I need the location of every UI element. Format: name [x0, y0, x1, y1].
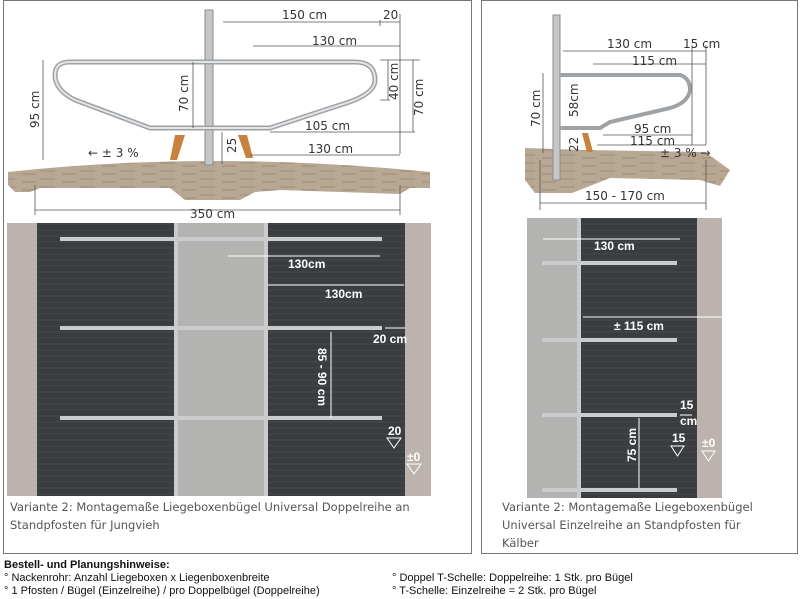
note-item: ° 1 Pfosten / Bügel (Einzelreihe) / pro …	[4, 585, 320, 597]
dim-130: 130 cm	[607, 37, 652, 51]
slope-label: ± 3 % →	[660, 146, 711, 160]
note-item: ° Doppel T-Schelle: Doppelreihe: 1 Stk. …	[392, 572, 633, 584]
dim-20cm: 20 cm	[373, 332, 407, 346]
dim-130-top: 130 cm	[312, 34, 357, 48]
dim-130cm-a: 130cm	[288, 257, 325, 271]
dim-105: 105 cm	[305, 119, 350, 133]
dim-20: 20	[383, 8, 398, 22]
left-side-view: 150 cm 20 130 cm 70 cm 95 cm 40 cm 70 cm…	[8, 8, 430, 221]
dim-58: 58cm	[567, 83, 581, 117]
walkway	[177, 223, 267, 496]
wall-right	[405, 223, 431, 496]
bow-tube	[560, 73, 693, 130]
right-caption-line2: Universal Einzelreihe an Standpfosten fü…	[502, 518, 741, 532]
dim-70-left: 70 cm	[177, 75, 191, 112]
level-marker-icon	[406, 463, 422, 475]
right-caption: Variante 2: Montagemaße Liegeboxenbügel …	[502, 498, 753, 552]
ordering-notes-col2: ° Doppel T-Schelle: Doppelreihe: 1 Stk. …	[392, 572, 633, 598]
dim-15-unit: cm	[680, 414, 697, 428]
wall-right	[697, 218, 722, 498]
dim-350: 350 cm	[190, 207, 235, 221]
right-caption-line3: Kälber	[502, 536, 539, 550]
dim-115: ± 115 cm	[614, 319, 664, 333]
walkway	[527, 218, 579, 498]
level-15: 15	[672, 431, 686, 445]
dim-95: 95 cm	[28, 91, 42, 128]
bracket	[582, 133, 593, 152]
level-marker-icon	[670, 445, 685, 457]
dim-70-right: 70 cm	[412, 79, 426, 116]
post	[552, 14, 561, 181]
note-item: ° Nackenrohr: Anzahl Liegeboxen x Liegen…	[4, 572, 270, 584]
slope-label: ← ± 3 %	[88, 146, 139, 160]
dim-130cm-b: 130cm	[325, 287, 362, 301]
bracket-left	[170, 135, 185, 160]
dim-130: 130 cm	[594, 239, 635, 253]
notes-title: Bestell- und Planungshinweise:	[4, 559, 170, 571]
diagram-canvas: 150 cm 20 130 cm 70 cm 95 cm 40 cm 70 cm…	[7, 8, 730, 498]
right-top-view: 130 cm ± 115 cm 15 cm 75 cm 15 ±0	[527, 218, 725, 498]
dim-75: 75 cm	[625, 428, 639, 462]
dim-130-bottom: 130 cm	[308, 142, 353, 156]
dim-15cm: 15 cm	[683, 37, 720, 51]
level-marker-icon	[386, 437, 402, 449]
floor-slab	[8, 161, 430, 200]
note-item: ° T-Schelle: Einzelreihe = 2 Stk. pro Bü…	[392, 585, 597, 597]
right-side-view: 130 cm 15 cm 115 cm 70 cm 58cm 95 cm 115…	[525, 14, 730, 210]
left-top-view: 130cm 130cm 20 cm 85 - 90 cm 20 ±0	[7, 223, 431, 496]
level-20: 20	[388, 424, 402, 438]
level-0: ±0	[407, 450, 421, 464]
wall-left	[7, 223, 37, 496]
dim-115-bottom: 115 cm	[630, 134, 675, 148]
left-caption: Variante 2: Montagemaße Liegeboxenbügel …	[10, 498, 410, 534]
dim-150-170: 150 - 170 cm	[585, 189, 665, 203]
dim-115-top: 115 cm	[632, 54, 677, 68]
floor-slab	[525, 148, 730, 193]
dim-15: 15	[680, 398, 694, 412]
dim-150: 150 cm	[282, 8, 327, 22]
dim-40: 40 cm	[387, 63, 401, 100]
left-caption-line1: Variante 2: Montagemaße Liegeboxenbügel …	[10, 500, 410, 514]
dim-85-90: 85 - 90 cm	[315, 348, 329, 406]
dim-95: 95 cm	[634, 122, 671, 136]
right-caption-line1: Variante 2: Montagemaße Liegeboxenbügel	[502, 500, 753, 514]
dim-70: 70 cm	[529, 90, 543, 127]
bracket-right	[238, 135, 253, 158]
level-0: ±0	[702, 436, 716, 450]
dim-22: 22	[567, 137, 581, 152]
post	[204, 9, 214, 166]
dim-25: 25	[225, 138, 239, 153]
level-marker-icon	[701, 450, 716, 462]
left-caption-line2: Standpfosten für Jungvieh	[10, 518, 160, 532]
ordering-notes: Bestell- und Planungshinweise: ° Nackenr…	[4, 559, 320, 598]
